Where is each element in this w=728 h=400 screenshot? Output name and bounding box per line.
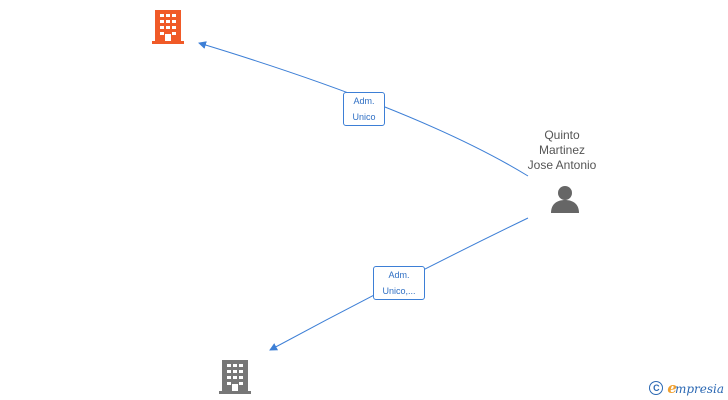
person-name-line-2: Martinez <box>538 143 585 157</box>
edge-line-top <box>198 41 529 177</box>
footer-brand: C empresia <box>649 379 724 397</box>
edge-label-top-line-2: Unico <box>352 112 376 122</box>
edge-label-bottom-line-2: Unico,... <box>382 286 416 296</box>
brand-initial: e <box>667 378 677 397</box>
person-name-line-3: Jose Antonio <box>527 158 597 172</box>
person-name[interactable]: Quinto Martinez Jose Antonio <box>512 128 612 173</box>
edge-label-top[interactable]: Adm. Unico <box>343 92 385 126</box>
edge-label-top-line-1: Adm. <box>353 96 375 106</box>
edge-label-bottom[interactable]: Adm. Unico,... <box>373 266 425 300</box>
person-name-line-1: Quinto <box>544 128 580 142</box>
company-top-building-icon[interactable] <box>152 10 184 49</box>
brand-logo: empresia <box>667 379 724 398</box>
copyright-icon: C <box>649 381 664 395</box>
brand-name: mpresia <box>674 381 724 396</box>
company-bottom-building-icon[interactable] <box>219 360 251 399</box>
person-icon[interactable] <box>550 184 580 219</box>
edge-label-bottom-line-1: Adm. <box>388 270 410 280</box>
